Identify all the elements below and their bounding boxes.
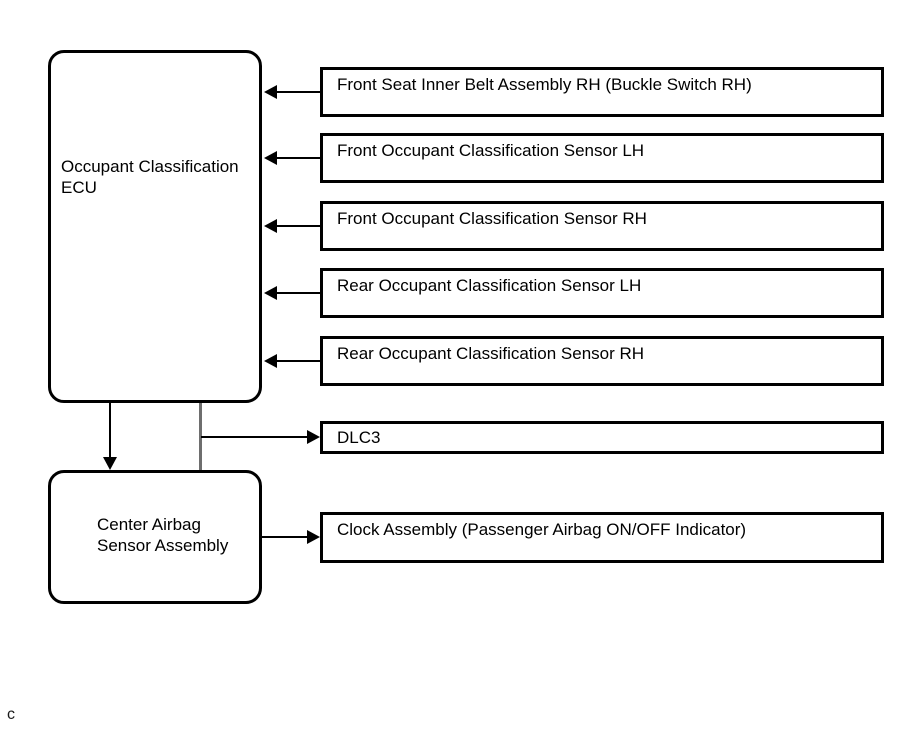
node-label-line1: Center Airbag: [97, 515, 201, 534]
node-center-airbag-sensor-assembly: Center Airbag Sensor Assembly: [48, 470, 262, 604]
node-occupant-classification-ecu-label: Occupant Classification ECU: [61, 156, 239, 198]
arrow-left-icon: [264, 286, 277, 300]
component-label: Front Occupant Classification Sensor RH: [337, 209, 647, 228]
arrow-left-icon: [264, 354, 277, 368]
component-box-dlc3: DLC3: [320, 421, 884, 454]
connector-line-gray: [199, 403, 202, 470]
connector-line: [201, 436, 308, 438]
component-box-clock-assembly: Clock Assembly (Passenger Airbag ON/OFF …: [320, 512, 884, 563]
connector-line: [276, 91, 320, 93]
node-label-line2: ECU: [61, 178, 97, 197]
node-occupant-classification-ecu: Occupant Classification ECU: [48, 50, 262, 403]
connector-line: [262, 536, 308, 538]
component-label: Rear Occupant Classification Sensor RH: [337, 344, 645, 363]
component-label: Clock Assembly (Passenger Airbag ON/OFF …: [337, 520, 747, 539]
connector-line: [276, 225, 320, 227]
component-label: Rear Occupant Classification Sensor LH: [337, 276, 642, 295]
component-box-front-occupant-classification-sensor-lh: Front Occupant Classification Sensor LH: [320, 133, 884, 183]
page-marker: c: [7, 706, 15, 723]
connector-line: [276, 360, 320, 362]
component-label: Front Seat Inner Belt Assembly RH (Buckl…: [337, 75, 752, 94]
arrow-down-icon: [103, 457, 117, 470]
component-box-rear-occupant-classification-sensor-lh: Rear Occupant Classification Sensor LH: [320, 268, 884, 318]
component-label: DLC3: [337, 428, 381, 447]
arrow-left-icon: [264, 85, 277, 99]
arrow-right-icon: [307, 430, 320, 444]
component-box-rear-occupant-classification-sensor-rh: Rear Occupant Classification Sensor RH: [320, 336, 884, 386]
arrow-left-icon: [264, 219, 277, 233]
component-box-front-seat-inner-belt-assembly-rh: Front Seat Inner Belt Assembly RH (Buckl…: [320, 67, 884, 117]
arrow-left-icon: [264, 151, 277, 165]
connector-line: [276, 157, 320, 159]
connector-line: [109, 403, 111, 458]
node-center-airbag-sensor-assembly-label: Center Airbag Sensor Assembly: [97, 514, 228, 556]
component-box-front-occupant-classification-sensor-rh: Front Occupant Classification Sensor RH: [320, 201, 884, 251]
component-label: Front Occupant Classification Sensor LH: [337, 141, 645, 160]
arrow-right-icon: [307, 530, 320, 544]
node-label-line1: Occupant Classification: [61, 157, 239, 176]
node-label-line2: Sensor Assembly: [97, 536, 229, 555]
connector-line: [276, 292, 320, 294]
